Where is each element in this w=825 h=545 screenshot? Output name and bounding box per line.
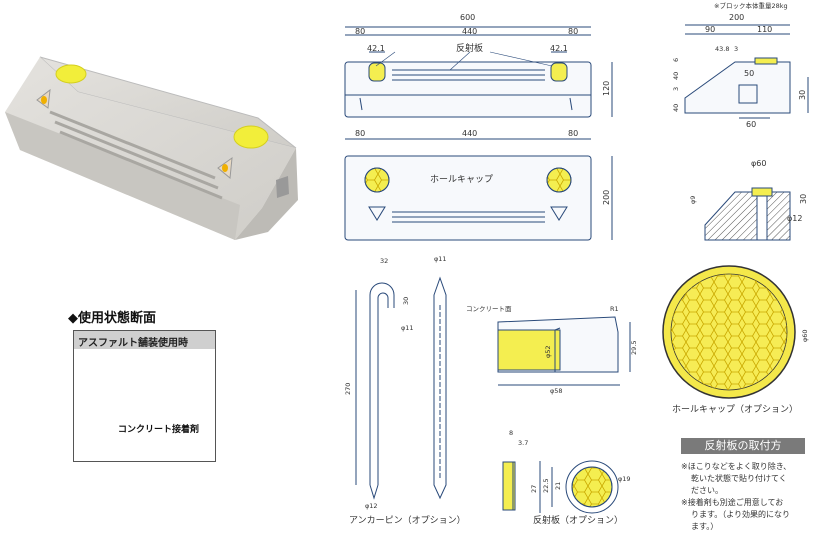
pin-dim-11: φ11 [401,324,414,332]
plan-view [344,138,613,241]
pin-dim-270: 270 [344,382,352,395]
hole-cap-label: ホールキャップ [430,175,494,185]
dim-42-left: 42.1 [367,44,385,53]
usage-section-title: ◆使用状態断面 [68,311,156,326]
cap-dim-52: φ52 [544,345,552,358]
side-dim-3a: 3 [734,45,739,53]
pin-dim-32: 32 [380,257,389,265]
cap-r1: R1 [610,305,619,313]
cap-plan-dim-60: φ60 [801,329,809,342]
adhesive-label: コンクリート接着剤 [118,425,200,435]
side-dim-43: 43.8 [715,45,730,53]
section-dim-9: φ9 [689,195,697,204]
weight-note: ※ブロック本体重量28kg [714,2,788,10]
install-note-4: ※接着剤も別途ご用意してお [681,498,784,507]
dim-80-right: 80 [568,27,579,36]
install-note-2: 乾いた状態で貼り付けてく [691,474,787,483]
product-photo [5,56,298,240]
refl-dim-27: 27 [530,484,538,493]
anchor-pin [355,276,447,500]
usage-section-header: アスファルト舗装使用時 [74,331,215,349]
install-note-6: ます。） [691,522,719,531]
side-dim-200: 200 [729,13,745,22]
side-dim-30: 30 [798,89,807,100]
side-dim-50: 50 [744,69,755,78]
side-dim-40b: 40 [672,103,680,112]
pin-dim-11-top: φ11 [434,255,447,263]
hole-cap-plan [662,265,796,399]
install-heading: 反射板の取付方 [681,438,805,454]
side-dim-40a: 40 [672,71,680,80]
refl-dim-225: 22.5 [542,478,550,493]
refl-dim-19: φ19 [618,475,631,483]
dim-120: 120 [602,80,611,96]
section-dim-60: φ60 [751,159,767,168]
side-dim-6: 6 [672,57,680,62]
pin-dim-12: φ12 [365,502,378,510]
plan-dim-440: 440 [462,129,478,138]
side-view [684,24,809,119]
side-dim-90: 90 [705,25,716,34]
install-note-5: ります。（より効果的になり [691,510,791,519]
dim-440: 440 [462,27,478,36]
plan-dim-80-left: 80 [355,129,366,138]
plan-dim-200: 200 [602,189,611,205]
pin-caption: アンカーピン（オプション） [349,516,466,526]
section-dim-30: 30 [799,193,808,204]
cap-dim-58: φ58 [550,387,563,395]
section-dim-12: φ12 [787,214,803,223]
install-note-1: ※ほこりなどをよく取り除き、 [681,462,792,471]
refl-dim-21: 21 [554,481,562,490]
reflector-label: 反射板 [456,44,484,54]
side-dim-3: 3 [672,86,680,91]
refl-caption: 反射板（オプション） [533,516,624,526]
usage-section-box: アスファルト舗装使用時 [73,330,216,462]
section-view [704,187,791,241]
side-dim-110: 110 [757,25,773,34]
plan-dim-80-right: 80 [568,129,579,138]
side-dim-60: 60 [746,120,757,129]
concrete-surface-label: コンクリート面 [466,305,512,313]
refl-dim-8: 8 [509,429,514,437]
pin-dim-30: 30 [402,296,410,305]
reflector-option [502,460,619,514]
install-note-3: ださい。 [691,486,723,495]
refl-dim-37: 3.7 [518,439,529,447]
cap-plan-caption: ホールキャップ（オプション） [672,405,799,415]
dim-600: 600 [460,13,476,22]
hole-cap-section [497,316,631,386]
dim-80-left: 80 [355,27,366,36]
cap-dim-29: 29.5 [630,340,638,355]
front-elevation [344,26,613,118]
dim-42-right: 42.1 [550,44,568,53]
